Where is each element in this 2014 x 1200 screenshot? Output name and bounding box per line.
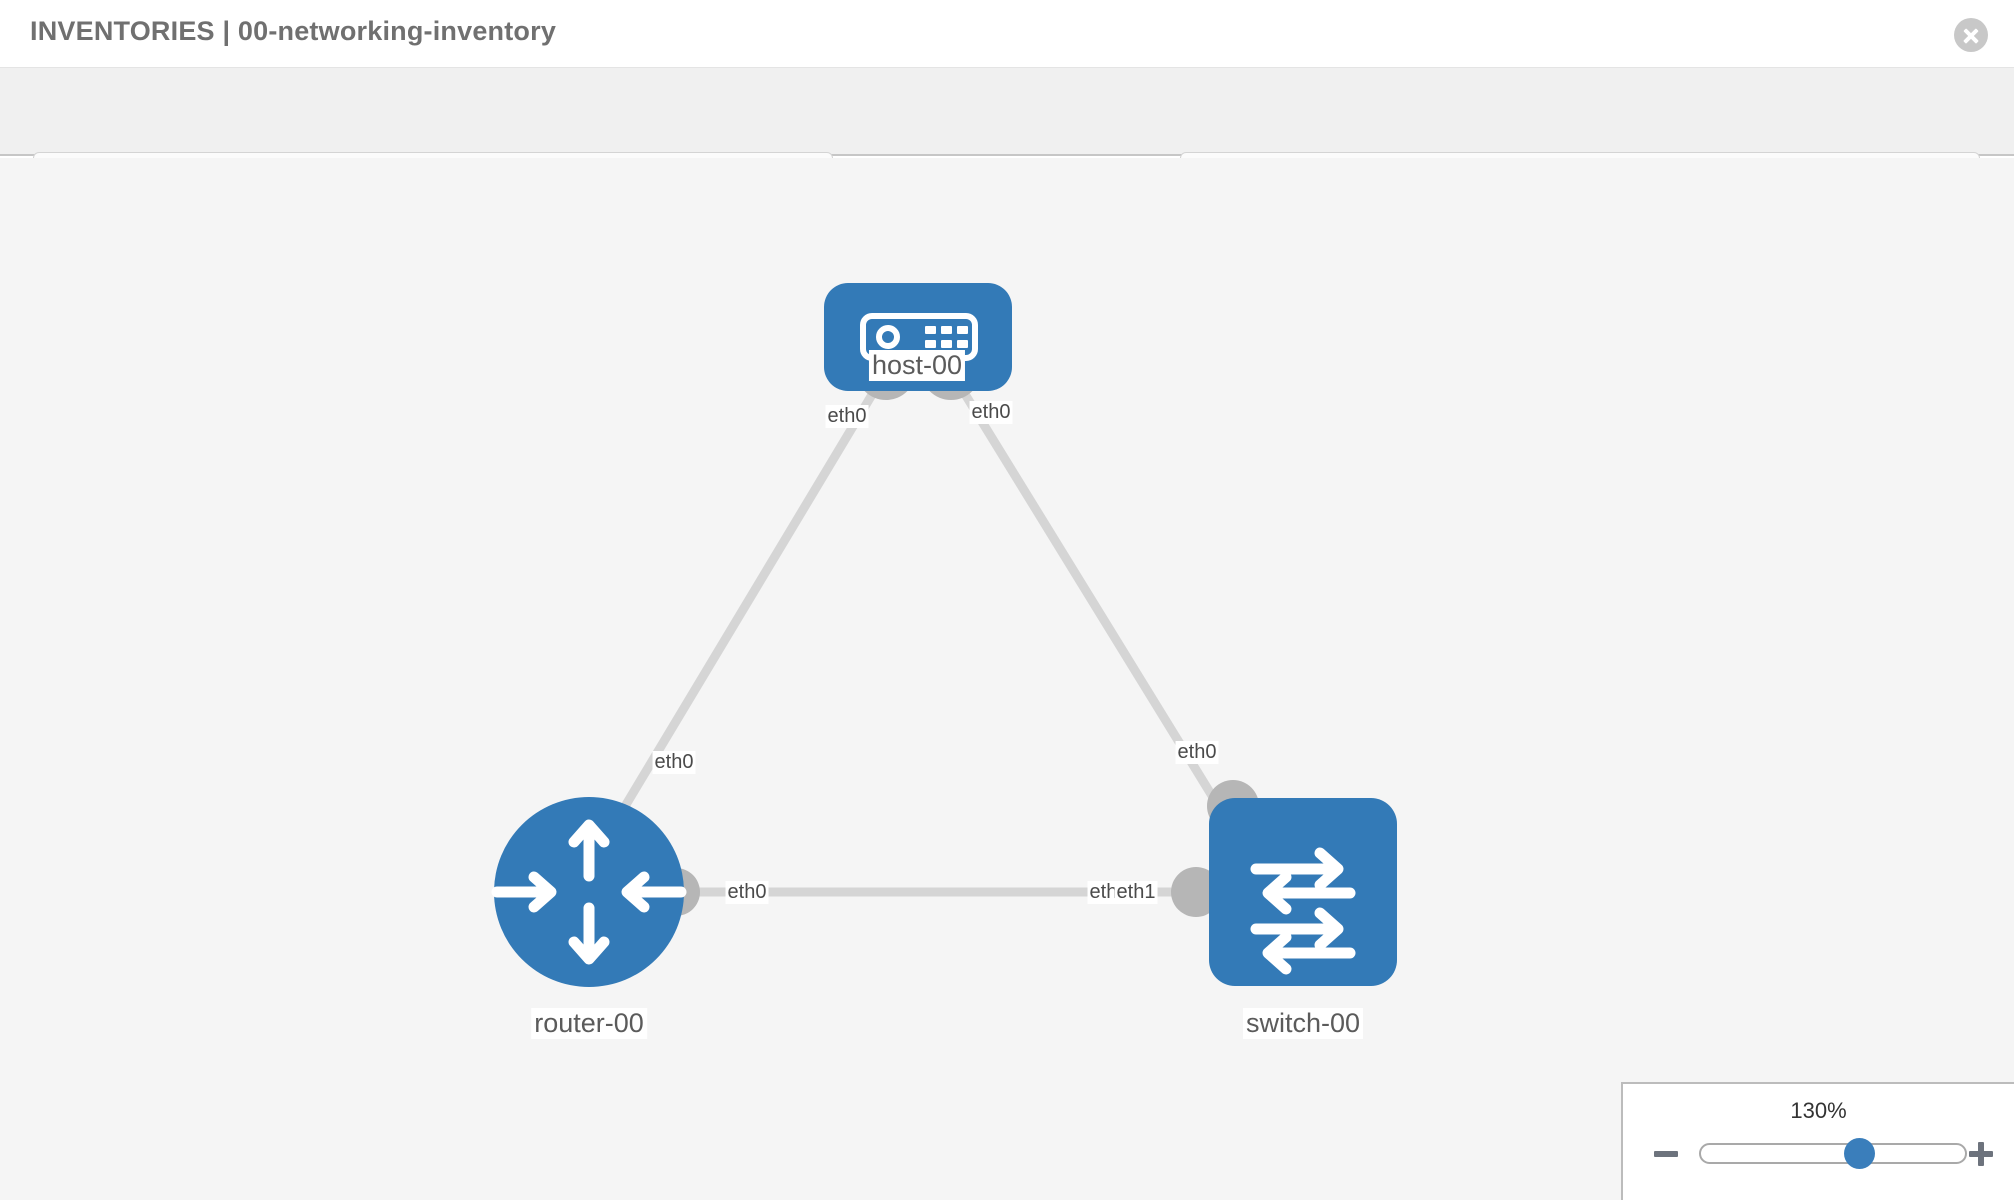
zoom-out-button[interactable]: [1649, 1136, 1683, 1170]
zoom-control-panel: 130%: [1621, 1082, 2014, 1200]
node-router-00[interactable]: [491, 797, 687, 987]
zoom-slider-thumb[interactable]: [1843, 1138, 1875, 1169]
zoom-in-button[interactable]: [1964, 1136, 1998, 1170]
zoom-level-value: 130%: [1790, 1098, 1847, 1123]
zoom-slider-row: [1623, 1134, 2014, 1174]
node-switch-00[interactable]: [1209, 798, 1397, 986]
link-host-switch[interactable]: [948, 370, 1242, 841]
iface-label-switch-uplink: eth0: [1175, 741, 1219, 764]
iface-label-router-eth0: eth0: [725, 881, 769, 904]
zoom-slider-track[interactable]: [1699, 1138, 1967, 1169]
iface-label-switch-eth1-b: eth1: [1114, 881, 1158, 904]
iface-label-host-left: eth0: [825, 405, 869, 428]
node-label-host-00: host-00: [868, 350, 966, 381]
page-header: INVENTORIES | 00-networking-inventory: [0, 0, 2014, 68]
page-title: INVENTORIES | 00-networking-inventory: [30, 16, 557, 46]
node-label-router-00: router-00: [531, 1008, 647, 1039]
topology-connectors: [652, 340, 1259, 917]
connector-switch-left[interactable]: [1171, 867, 1221, 917]
link-host-router[interactable]: [596, 370, 889, 851]
iface-label-host-right: eth0: [969, 401, 1013, 424]
iface-label-router-uplink: eth0: [652, 751, 696, 774]
toolbar: ACTIONS SEARCH: [0, 68, 2014, 207]
topology-links: [596, 370, 1242, 897]
node-label-switch-00: switch-00: [1242, 1008, 1364, 1039]
topology-canvas[interactable]: host-00 router-00 switch-00 eth0 eth0 et…: [0, 158, 2014, 1200]
topology-graph[interactable]: [0, 158, 2014, 1200]
close-icon[interactable]: [1954, 18, 1988, 52]
